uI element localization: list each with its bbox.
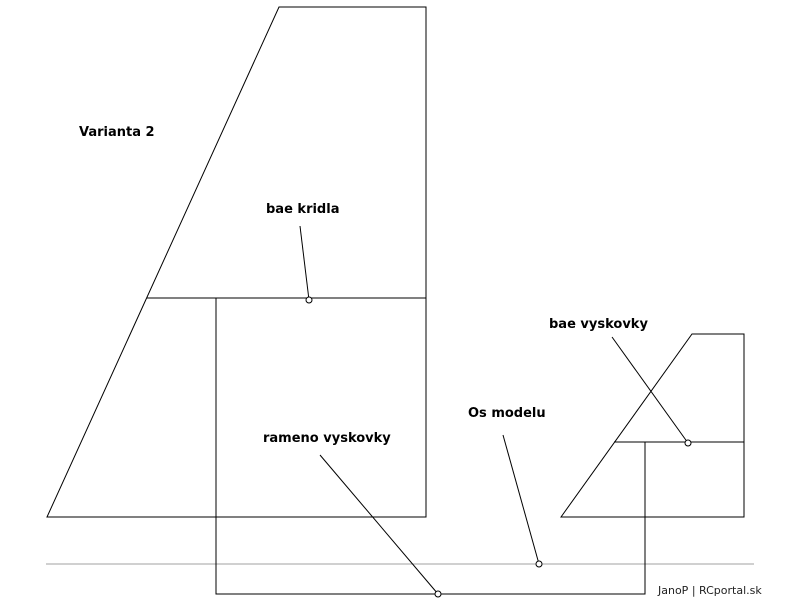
wing-base-marker (305, 296, 313, 304)
elevator-outline (560, 333, 745, 518)
elevator-base-leader (611, 336, 689, 444)
wing-base-label: bae kridla (266, 202, 339, 217)
elevator-arm-leader (319, 454, 439, 595)
elevator-base-marker (684, 439, 692, 447)
wing-outline (46, 6, 427, 518)
variant-label: Varianta 2 (79, 125, 155, 140)
model-axis-marker (535, 560, 543, 568)
elevator-base-label: bae vyskovky (549, 317, 648, 332)
elevator-arm-marker (434, 590, 442, 598)
model-axis-label: Os modelu (468, 406, 546, 421)
elevator-arm-label: rameno vyskovky (263, 431, 391, 446)
model-axis-leader (502, 434, 540, 565)
credit-text: JanoP | RCportal.sk (657, 584, 762, 597)
wing-base-leader (299, 225, 310, 301)
elevator-arm-bracket (215, 298, 646, 595)
